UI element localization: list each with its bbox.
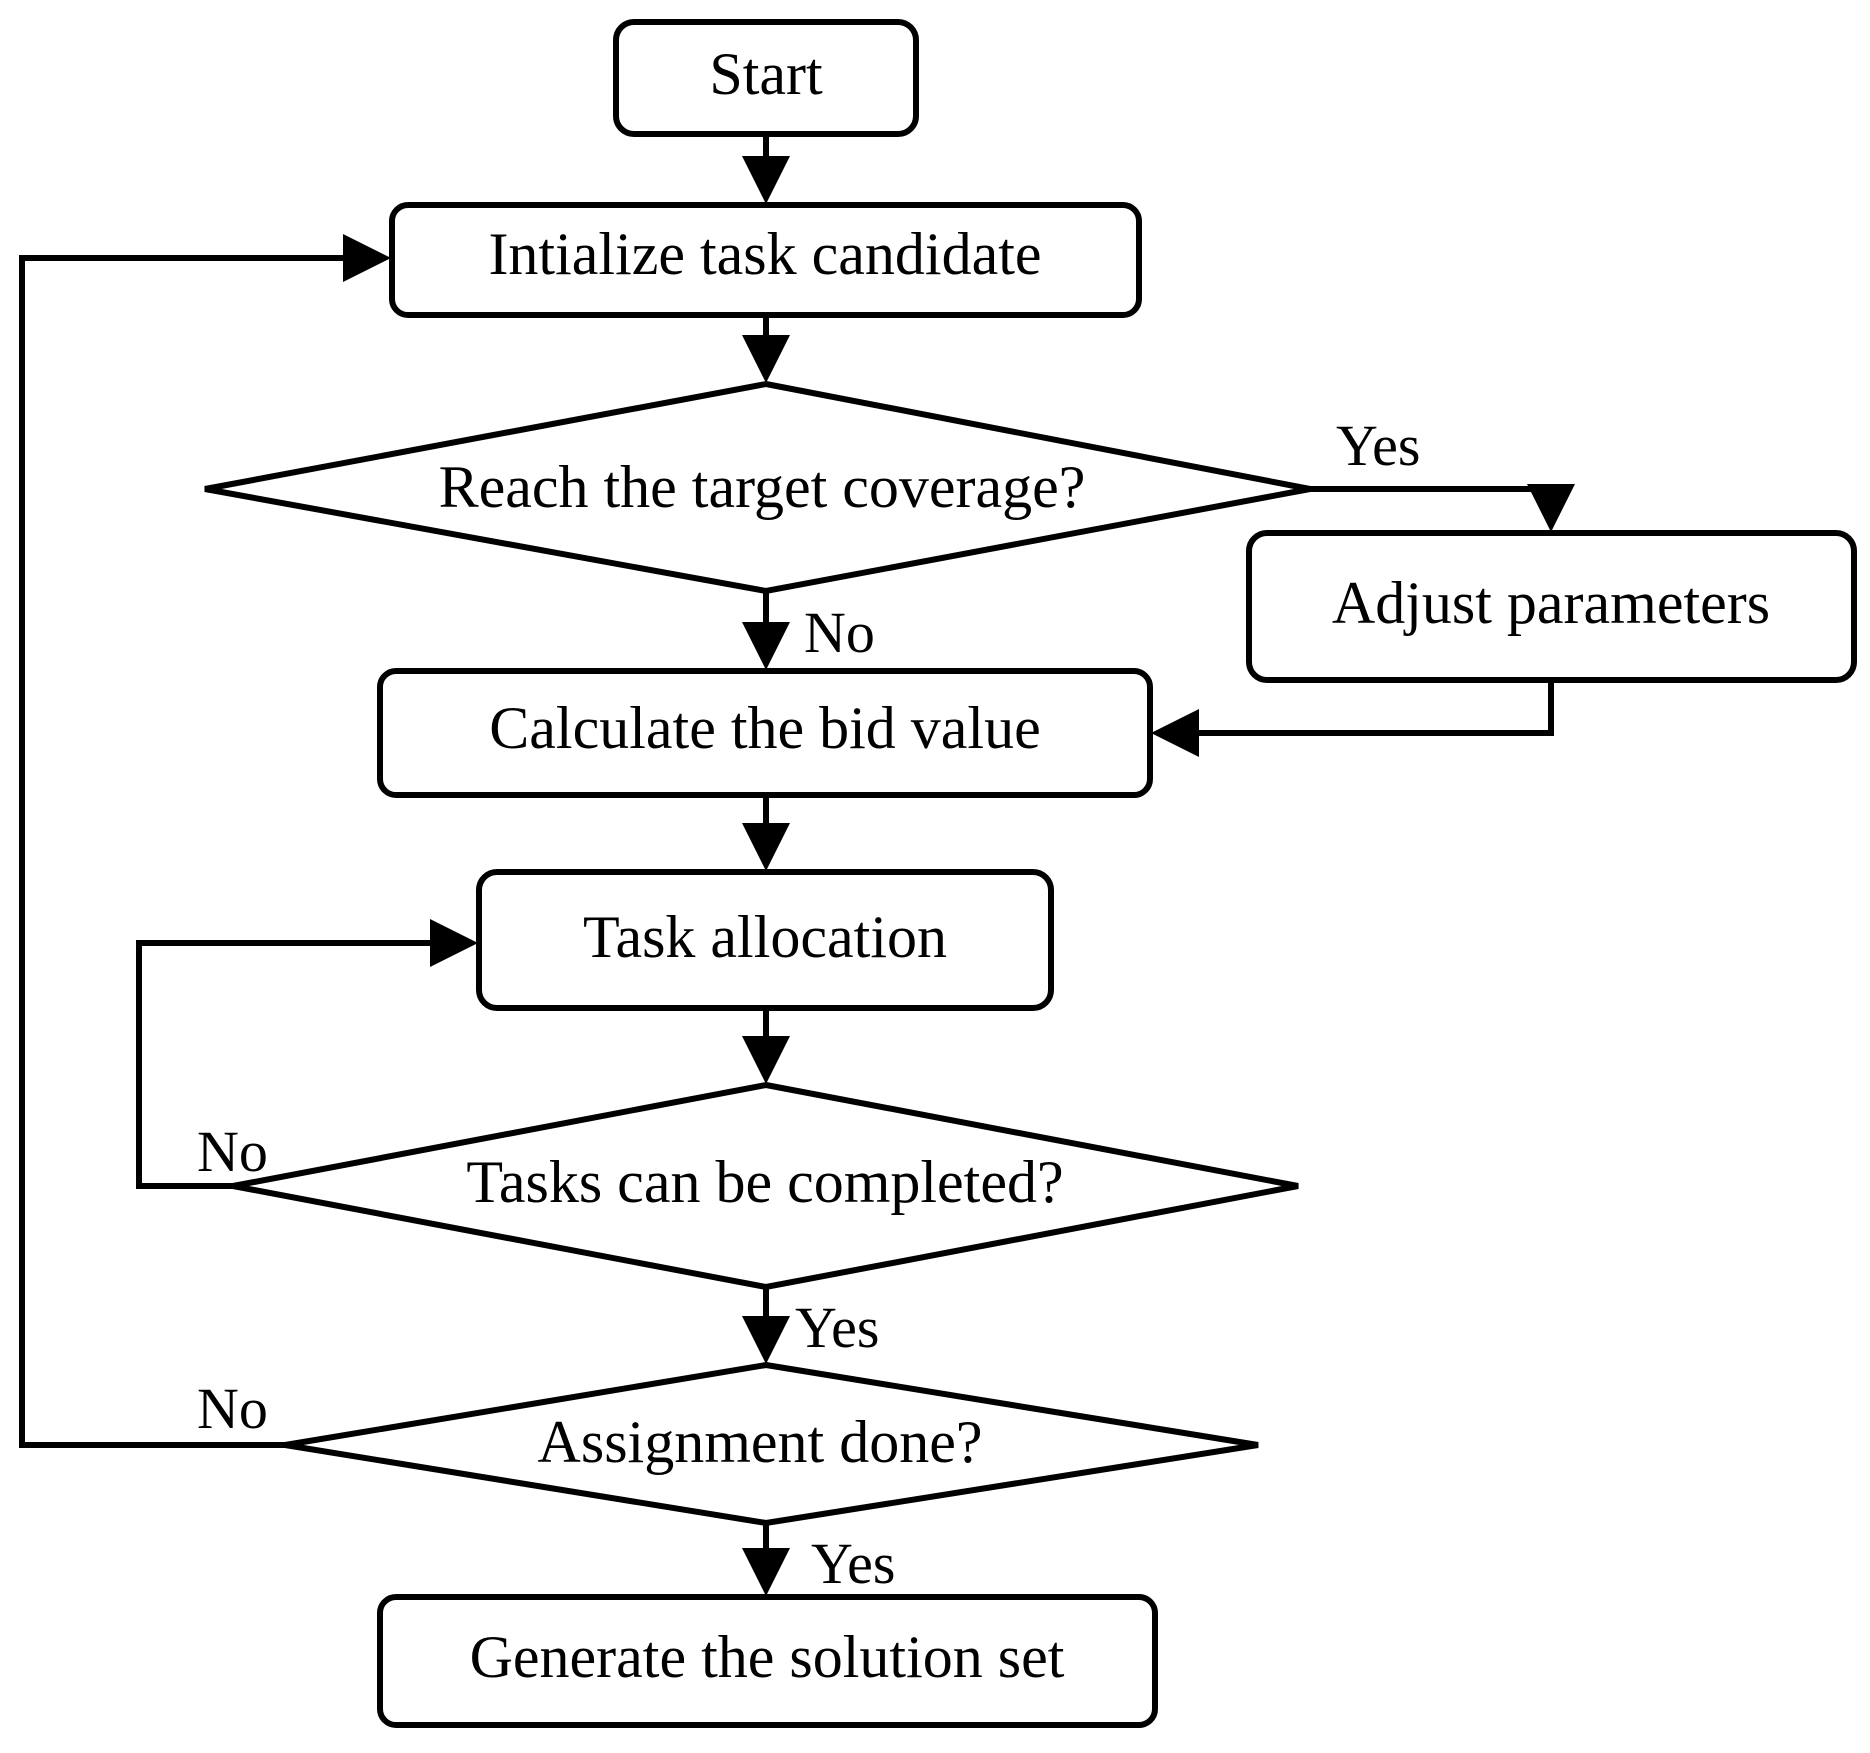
coverage-no-label: No: [804, 600, 875, 665]
arrow-adjust-to-bid: [1151, 680, 1554, 757]
initialize-label: Intialize task candidate: [488, 221, 1041, 287]
adjust-label: Adjust parameters: [1332, 570, 1770, 636]
adjust-node: Adjust parameters: [1246, 530, 1857, 683]
assignment-yes-label: Yes: [811, 1531, 895, 1596]
arrow-complete-no-to-allocation: [136, 919, 478, 1189]
complete-no-label: No: [197, 1119, 268, 1184]
start-node: Start: [613, 19, 919, 137]
bid-label: Calculate the bid value: [489, 695, 1040, 761]
solution-node: Generate the solution set: [377, 1594, 1158, 1728]
complete-yes-label: Yes: [795, 1295, 879, 1360]
allocation-node: Task allocation: [476, 869, 1054, 1011]
coverage-label: Reach the target coverage?: [439, 454, 1086, 520]
solution-label: Generate the solution set: [470, 1624, 1065, 1690]
coverage-yes-label: Yes: [1336, 413, 1420, 478]
allocation-label: Task allocation: [583, 904, 947, 970]
assignment-label: Assignment done?: [538, 1409, 983, 1475]
complete-label: Tasks can be completed?: [466, 1149, 1063, 1215]
assignment-no-label: No: [197, 1376, 268, 1441]
start-label: Start: [709, 41, 823, 107]
assignment-decision: Assignment done?: [284, 1361, 1259, 1527]
arrow-assignment-no-to-init: [19, 234, 391, 1448]
coverage-decision: Reach the target coverage?: [204, 380, 1311, 595]
initialize-node: Intialize task candidate: [389, 202, 1142, 318]
complete-decision: Tasks can be completed?: [232, 1081, 1299, 1291]
arrow-coverage-yes-to-adjust: [1310, 484, 1575, 532]
bid-node: Calculate the bid value: [377, 668, 1153, 798]
